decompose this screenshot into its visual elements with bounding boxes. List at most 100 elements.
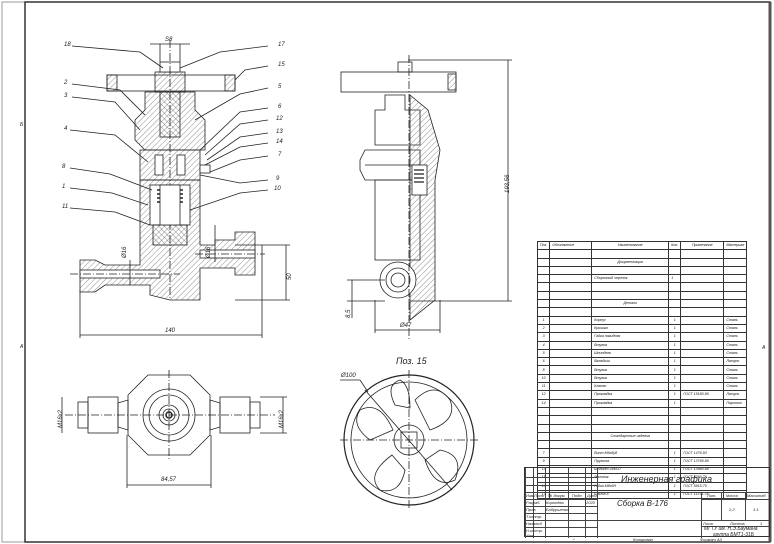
spec-pos: 17 — [536, 489, 551, 500]
spec-header-row: Поз. Обозначение Наименование Кол. Приме… — [536, 240, 748, 251]
dim-height-offset: 50 — [287, 273, 293, 280]
spec-header-pos: Поз. — [536, 240, 551, 251]
spec-pos: 10 — [536, 373, 551, 384]
spec-section-label: Детали — [591, 299, 670, 309]
dim-plan-height: M16x2 — [279, 409, 285, 428]
dim-hex-s8: S8 — [165, 37, 173, 43]
spec-qty: 1 — [668, 323, 682, 334]
spec-material — [723, 456, 748, 467]
spec-header-qty: Кол. — [668, 240, 682, 251]
spec-note: ГОСТ 13766-86 — [680, 456, 725, 467]
spec-section-standard: Стандартные изделия — [536, 431, 748, 442]
callout-14: 14 — [276, 139, 283, 145]
sheets-label: Листов — [730, 521, 745, 526]
title-block: Инженерная графика Сборка В-176 Изм. Лис… — [524, 467, 771, 538]
spec-name: Прокладка — [591, 398, 670, 408]
spec-name: Вкладыш — [591, 357, 670, 367]
spec-designation — [549, 332, 593, 342]
spec-qty: 1 — [668, 456, 682, 467]
spec-note — [680, 373, 725, 384]
spec-pos: 14 — [536, 398, 551, 408]
spec-designation — [549, 315, 593, 325]
spec-qty: 1 — [668, 489, 682, 500]
document-name: Сборка В-176 — [617, 499, 668, 508]
col-signature: Подп. — [572, 493, 583, 498]
spec-pos: 2 — [536, 323, 551, 334]
spec-qty: 1 — [668, 382, 682, 392]
spec-pos: 5 — [536, 348, 551, 359]
spec-qty: 1 — [668, 332, 682, 342]
spec-name: Втулка — [591, 340, 670, 350]
spec-note: ГОСТ 1476-93 — [680, 448, 725, 458]
role-norm-control: Н.контр. — [526, 528, 543, 533]
sheets-value: 1 — [760, 521, 763, 526]
specification-table: Поз. Обозначение Наименование Кол. Приме… — [536, 240, 748, 500]
format-label: Формат А3 — [700, 537, 722, 542]
callout-9: 9 — [276, 176, 280, 182]
spec-designation — [549, 357, 593, 367]
dim-plan-width: 84,57 — [161, 477, 177, 483]
role-checker: Пров. — [526, 507, 537, 512]
spec-name: Шпиндель — [591, 348, 670, 359]
spec-pos: 4 — [536, 340, 551, 350]
callout-2: 2 — [64, 80, 68, 86]
callout-3: 3 — [64, 93, 68, 99]
spec-qty: 1 — [668, 315, 682, 325]
spec-name: Винт М6x8у8 — [591, 448, 670, 458]
spec-material: Сталь — [723, 348, 748, 359]
spec-qty: 1 — [668, 390, 682, 400]
spec-name: Прокладка — [591, 390, 670, 400]
spec-pos: 8 — [536, 365, 551, 375]
spec-material: Сталь — [723, 373, 748, 384]
dim-bore-upper: Ø16 — [206, 246, 212, 258]
spec-name: Корпус — [591, 315, 670, 325]
role-developer: Разраб. — [526, 500, 541, 505]
organization-line1: МГТУ им. Н.Э.Баумана — [704, 526, 758, 532]
spec-qty: 1 — [668, 348, 682, 359]
col-date: Дата — [587, 493, 598, 498]
spec-designation — [549, 398, 593, 408]
spec-designation — [549, 373, 593, 384]
spec-name: Клапан — [591, 382, 670, 392]
spec-material: Сталь — [723, 332, 748, 342]
spec-qty: 1 — [668, 274, 682, 284]
spec-material: Латунь — [723, 357, 748, 367]
col-doc-no: № докум. — [548, 493, 566, 498]
spec-qty: 1 — [668, 373, 682, 384]
callout-12: 12 — [276, 116, 283, 122]
spec-designation — [549, 390, 593, 400]
callout-6: 6 — [278, 104, 282, 110]
spec-material: Паронит — [723, 398, 748, 408]
plan-view — [61, 370, 287, 488]
spec-name: Крышка — [591, 323, 670, 334]
spec-material — [723, 448, 748, 458]
spec-designation — [549, 382, 593, 392]
spec-header-material: Материал — [723, 240, 748, 251]
spec-note — [680, 323, 725, 334]
spec-pos: 3 — [536, 332, 551, 342]
frame-left-margin — [1, 1, 26, 543]
spec-note: ГОСТ 15180-86 — [680, 390, 725, 400]
callout-1: 1 — [62, 184, 66, 190]
spec-material: Сталь — [723, 340, 748, 350]
col-change: Изм. — [526, 493, 535, 498]
footnote-mark: * — [573, 537, 575, 542]
spec-material: Сталь — [723, 323, 748, 334]
front-section-view — [69, 40, 290, 338]
spec-designation — [549, 340, 593, 350]
spec-pos: 9 — [536, 456, 551, 467]
spec-note — [680, 332, 725, 342]
role-head: Начальд. — [526, 521, 543, 526]
callout-4: 4 — [64, 126, 68, 132]
spec-qty: 1 — [668, 357, 682, 367]
spec-designation — [549, 448, 593, 458]
spec-name: Пружина — [591, 456, 670, 467]
callout-10: 10 — [274, 186, 281, 192]
